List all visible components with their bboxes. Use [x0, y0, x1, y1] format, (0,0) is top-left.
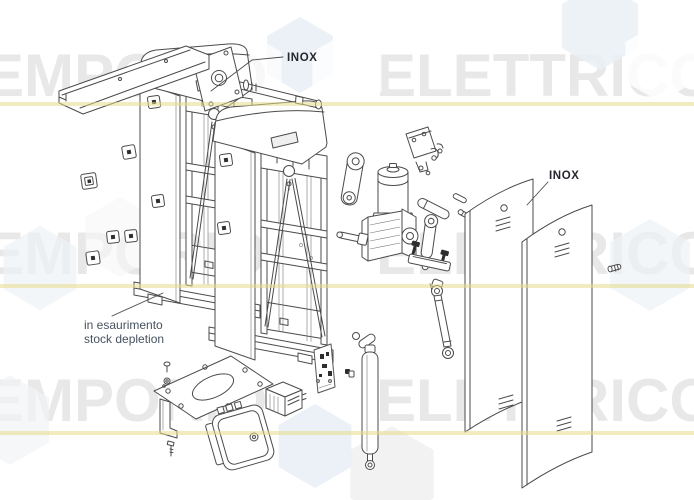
transformer [265, 381, 307, 417]
mounting-pads [80, 144, 138, 266]
control-board [313, 343, 336, 394]
arm-bracket-assembly [58, 45, 322, 115]
note-line-2: stock depletion [84, 332, 164, 346]
label-inox-right: INOX [549, 170, 580, 182]
base-plate-assembly [153, 343, 355, 471]
tie-rod [431, 278, 454, 359]
linkage-rod [417, 197, 450, 220]
gas-spring [352, 332, 379, 470]
cabinet-frame-front [208, 100, 334, 365]
note-line-1: in esaurimento [84, 318, 163, 332]
inox-panel-right [521, 204, 593, 489]
motor-mount-plate [405, 126, 437, 159]
panel-screw [607, 263, 622, 273]
label-inox-top: INOX [287, 52, 318, 64]
stock-depletion-note: in esaurimento stock depletion [84, 318, 164, 346]
leader-lines [111, 56, 549, 317]
crank-arm [340, 152, 365, 206]
